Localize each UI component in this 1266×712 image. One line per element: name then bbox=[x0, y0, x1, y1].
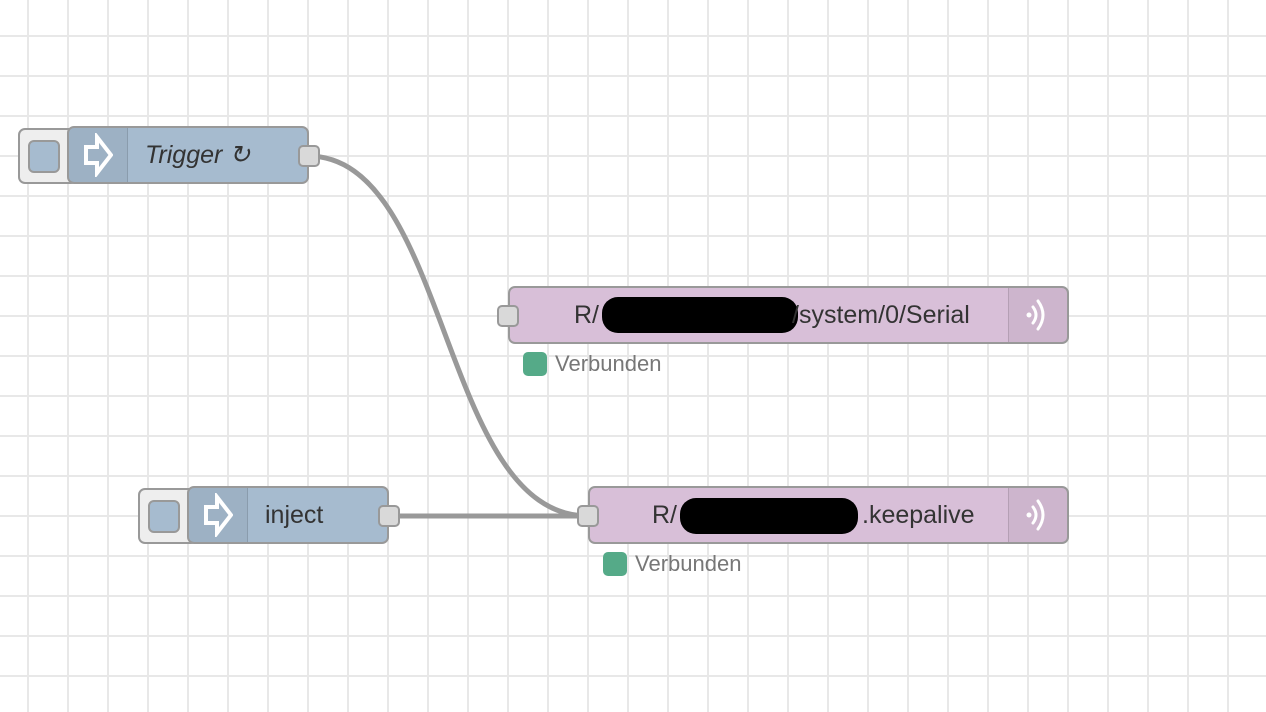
mqtt-serial-topic-suffix: /system/0/Serial bbox=[792, 300, 970, 329]
mqtt-serial-status: Verbunden bbox=[523, 351, 661, 377]
inject-button-face[interactable] bbox=[148, 500, 180, 533]
trigger-node-label: Trigger ↻ bbox=[145, 141, 251, 169]
mqtt-serial-status-text: Verbunden bbox=[555, 351, 662, 376]
inject-arrow-icon bbox=[189, 488, 248, 542]
status-connected-indicator bbox=[603, 552, 627, 576]
mqtt-serial-topic-prefix: R/ bbox=[574, 300, 599, 329]
mqtt-keepalive-topic-prefix: R/ bbox=[652, 500, 677, 529]
inject-output-port[interactable] bbox=[378, 505, 400, 527]
status-connected-indicator bbox=[523, 352, 547, 376]
mqtt-keepalive-input-port[interactable] bbox=[577, 505, 599, 527]
trigger-inject-button-face[interactable] bbox=[28, 140, 60, 173]
inject-node[interactable]: inject bbox=[187, 486, 389, 544]
mqtt-keepalive-topic-suffix: .keepalive bbox=[862, 500, 975, 529]
mqtt-serial-input-port[interactable] bbox=[497, 305, 519, 327]
redaction-mark bbox=[680, 498, 858, 534]
trigger-inject-node[interactable]: Trigger ↻ bbox=[67, 126, 309, 184]
redaction-mark bbox=[602, 297, 798, 333]
inject-node-label: inject bbox=[265, 500, 324, 529]
mqtt-keepalive-status-text: Verbunden bbox=[635, 551, 742, 576]
mqtt-keepalive-status: Verbunden bbox=[603, 551, 741, 577]
mqtt-wave-icon bbox=[1008, 288, 1067, 342]
mqtt-wave-icon bbox=[1008, 488, 1067, 542]
inject-arrow-icon bbox=[69, 128, 128, 182]
mqtt-keepalive-node[interactable]: R/ .keepalive bbox=[588, 486, 1069, 544]
trigger-output-port[interactable] bbox=[298, 145, 320, 167]
mqtt-serial-node[interactable]: R/ /system/0/Serial bbox=[508, 286, 1069, 344]
